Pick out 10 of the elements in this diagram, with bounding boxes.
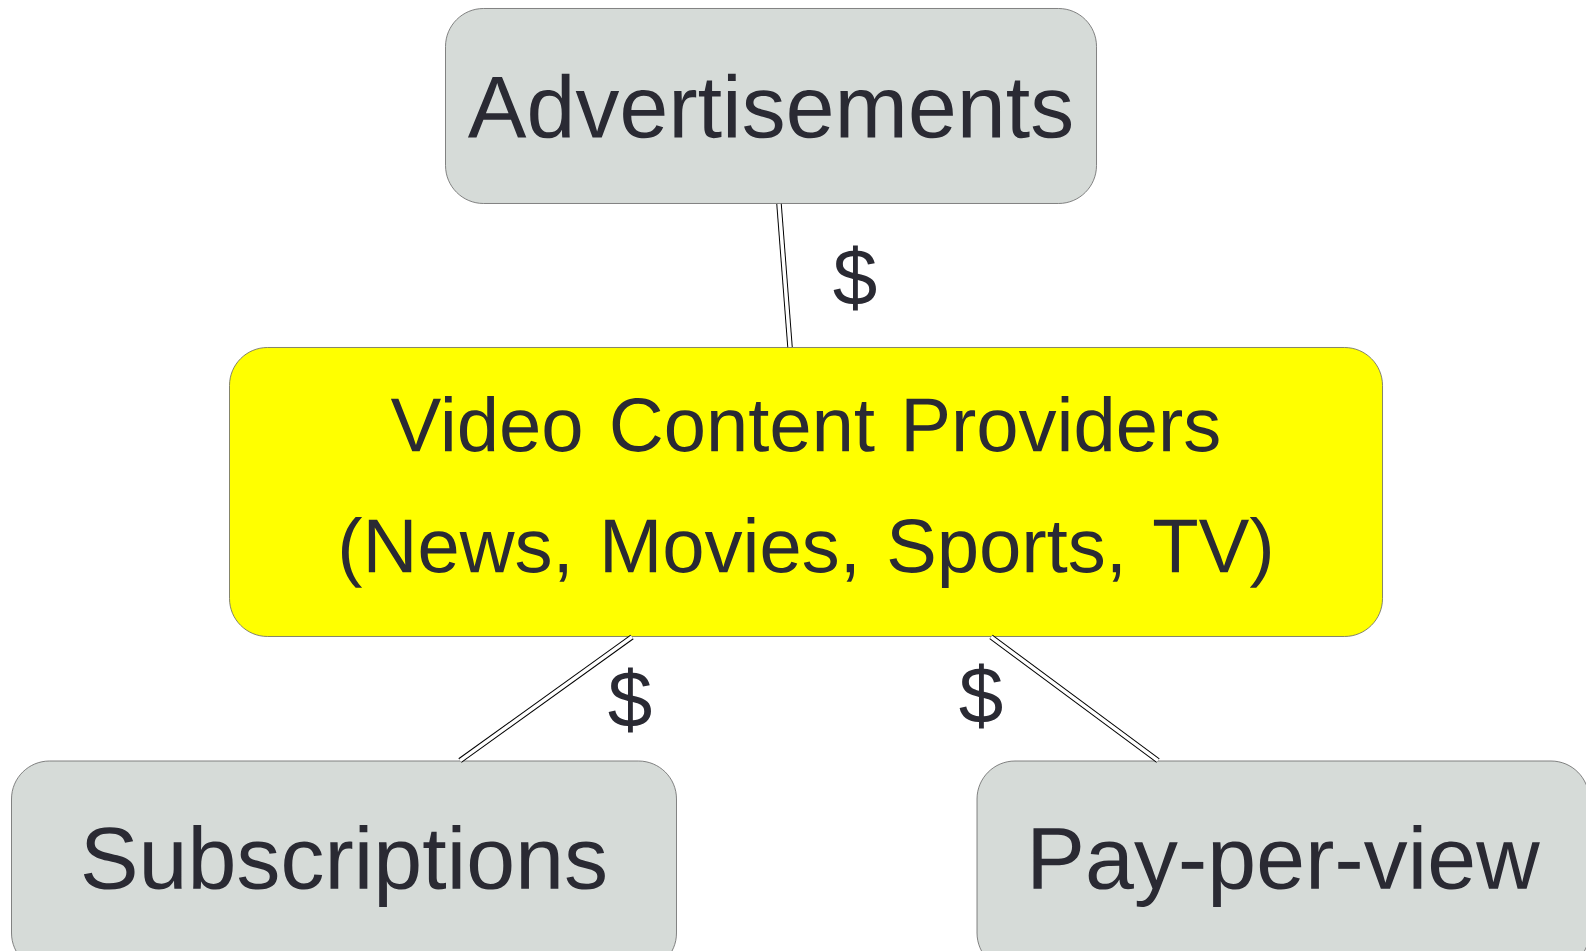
- edge-label: $: [608, 667, 651, 733]
- connector: [776, 203, 793, 348]
- edge-label: $: [833, 245, 876, 311]
- rounded-box: Pay-per-view: [976, 760, 1586, 951]
- highlight-box: Video Content Providers (News, Movies, Sports, TV): [229, 347, 1383, 637]
- rounded-box: Advertisements: [445, 8, 1097, 204]
- edge-label: $: [959, 663, 1002, 729]
- connector: [458, 634, 634, 763]
- connector: [989, 634, 1160, 763]
- rounded-box: Subscriptions: [11, 760, 677, 951]
